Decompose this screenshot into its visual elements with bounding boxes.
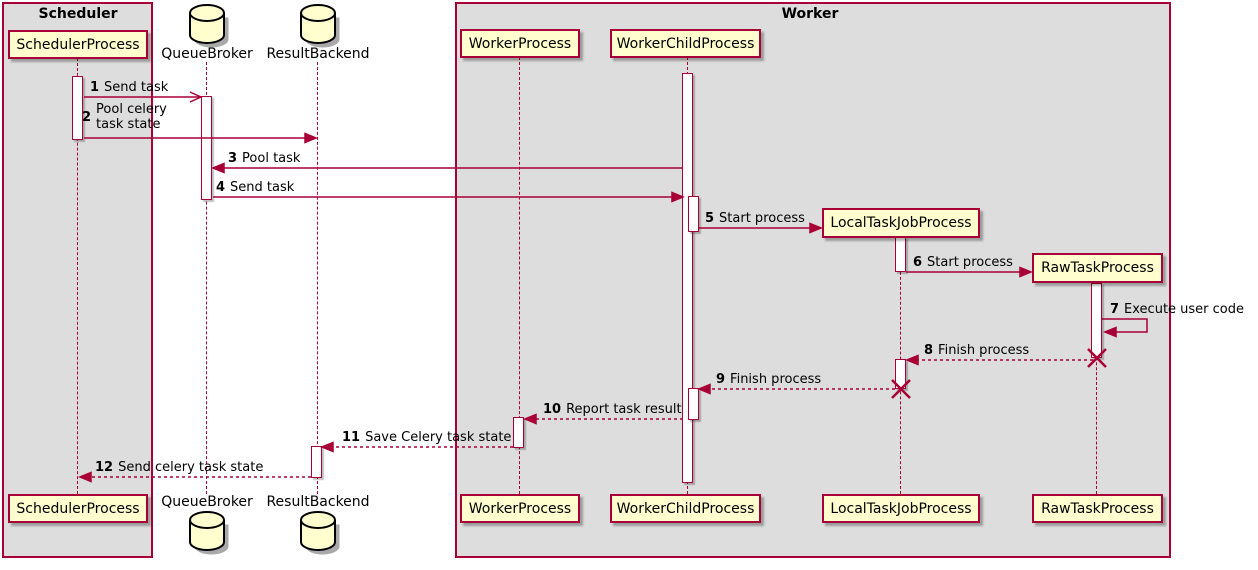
destroy-cross-icon-rawtask: [1087, 348, 1107, 368]
message-8-arrow: [905, 354, 1093, 366]
lifeline-resultbackend: [317, 62, 318, 494]
lifeline-schedulerprocess: [77, 58, 78, 494]
lifeline-workerprocess: [519, 57, 520, 494]
participant-box-workerchildprocess-top: WorkerChildProcess: [610, 29, 761, 58]
resultbackend-label-bottom: ResultBackend: [266, 494, 370, 510]
participant-box-schedulerprocess-bottom: SchedulerProcess: [8, 494, 148, 523]
activation-schedulerprocess: [72, 76, 83, 140]
message-11-arrow: [320, 441, 513, 453]
activation-resultbackend: [311, 446, 322, 478]
message-2-arrow: [84, 132, 318, 144]
lifeline-queuebroker: [206, 62, 207, 494]
participant-box-rawtaskprocess-bottom: RawTaskProcess: [1032, 494, 1163, 523]
participant-box-workerprocess-top: WorkerProcess: [460, 29, 580, 58]
message-10-arrow: [523, 413, 683, 425]
message-7-self-arrow: [1102, 318, 1148, 338]
queuebroker-label-top: QueueBroker: [161, 46, 253, 62]
activation-workerprocess: [513, 417, 524, 448]
message-3-arrow: [211, 162, 683, 174]
message-5-arrow: [699, 222, 823, 234]
participant-box-localtaskjobprocess-bottom: LocalTaskJobProcess: [822, 494, 980, 523]
message-6-arrow: [906, 266, 1033, 278]
activation-workerchild-main: [682, 73, 693, 483]
message-9-arrow: [697, 383, 895, 395]
lifeline-rawtaskprocess: [1096, 283, 1097, 494]
participant-box-schedulerprocess-top: SchedulerProcess: [8, 30, 148, 59]
destroy-cross-icon-localtaskjob: [891, 379, 911, 399]
activation-workerchild-sub1: [688, 196, 699, 232]
message-1-arrow: [84, 91, 203, 103]
scheduler-group-title: Scheduler: [38, 6, 118, 22]
activation-workerchild-sub2: [688, 388, 699, 420]
worker-group-title: Worker: [781, 6, 839, 22]
resultbackend-label-top: ResultBackend: [266, 46, 370, 62]
resultbackend-cylinder-icon: [300, 4, 340, 48]
participant-box-workerchildprocess-bottom: WorkerChildProcess: [610, 494, 761, 523]
activation-queuebroker: [201, 96, 212, 200]
participant-box-rawtaskprocess: RawTaskProcess: [1032, 253, 1163, 283]
queuebroker-cylinder-icon-bottom: [189, 511, 229, 555]
message-4-arrow: [213, 191, 685, 203]
participant-box-workerprocess-bottom: WorkerProcess: [460, 494, 580, 523]
queuebroker-label-bottom: QueueBroker: [161, 494, 253, 510]
queuebroker-cylinder-icon: [189, 4, 229, 48]
message-12-arrow: [78, 471, 311, 483]
resultbackend-cylinder-icon-bottom: [300, 511, 340, 555]
participant-box-localtaskjobprocess: LocalTaskJobProcess: [822, 208, 980, 238]
